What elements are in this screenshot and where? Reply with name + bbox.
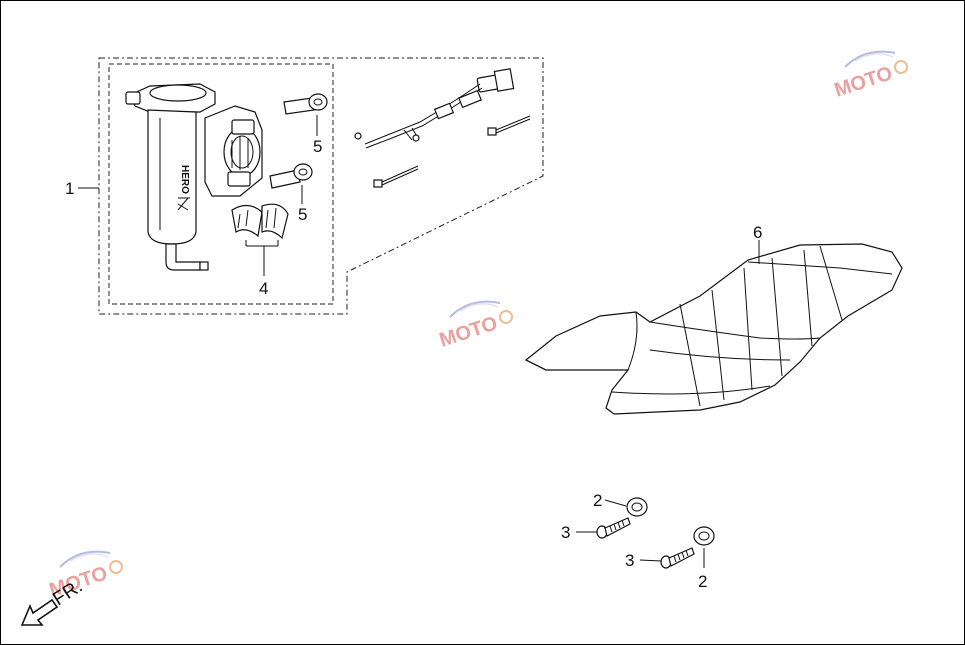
cable-tie-upper <box>487 115 531 136</box>
svg-text:MOTO: MOTO <box>437 312 501 351</box>
callout-3: 3 <box>625 551 634 570</box>
watermark-logo: MOTO <box>832 50 908 102</box>
callout-5: 5 <box>298 205 307 224</box>
svg-text:MOTO: MOTO <box>832 62 896 101</box>
subassembly-outline <box>108 63 334 305</box>
screw-upper <box>283 93 328 115</box>
cable-tie-lower <box>373 165 419 188</box>
arrow-front-icon <box>20 598 59 626</box>
callout-4: 4 <box>259 279 268 298</box>
assembly-outline <box>98 57 544 315</box>
leader-lines <box>78 115 760 568</box>
watermark-logo: MOTO <box>437 300 513 352</box>
screw-lower <box>269 163 313 189</box>
reservoir-marking: HERO <box>179 165 190 194</box>
bolt-lower <box>660 547 695 569</box>
callout-5: 5 <box>313 137 322 156</box>
reservoir-assembly: HERO <box>125 83 263 271</box>
seat <box>524 243 903 415</box>
clamp-halves <box>231 203 289 240</box>
callout-1: 1 <box>65 179 74 198</box>
callout-2: 2 <box>593 491 602 510</box>
callout-2: 2 <box>698 572 707 591</box>
callout-6: 6 <box>753 223 762 242</box>
bolt-upper <box>596 517 631 539</box>
washer-lower <box>693 526 715 546</box>
wiring-harness <box>354 68 515 149</box>
callout-3: 3 <box>561 523 570 542</box>
washer-upper <box>626 497 648 517</box>
